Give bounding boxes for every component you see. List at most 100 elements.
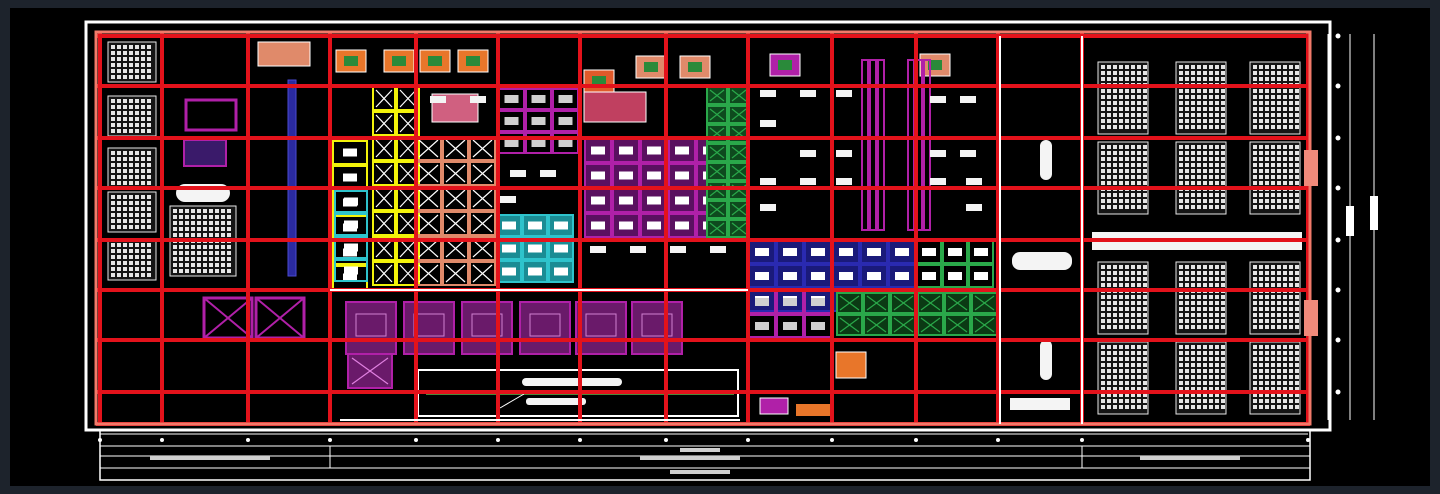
right-storage-rack-bay bbox=[1143, 357, 1147, 361]
left-storage-rack-bay bbox=[141, 267, 145, 271]
cyan-equipment-zone-machine bbox=[502, 244, 516, 253]
left-storage-rack-bay bbox=[215, 269, 219, 273]
right-storage-rack-bay bbox=[1295, 119, 1299, 123]
right-storage-rack-bay bbox=[1185, 277, 1189, 281]
top-machine-detail bbox=[928, 60, 942, 70]
blue-equipment-zone-machine bbox=[839, 248, 853, 256]
right-storage-rack-bay bbox=[1209, 163, 1213, 167]
small-machine-icon bbox=[470, 96, 486, 103]
left-storage-rack-bay bbox=[185, 221, 189, 225]
lower-green-equipment-zone-cross bbox=[893, 317, 914, 333]
right-storage-rack-bay bbox=[1283, 193, 1287, 197]
left-storage-rack-bay bbox=[191, 209, 195, 213]
right-storage-rack-bay bbox=[1107, 163, 1111, 167]
left-storage-rack-bay bbox=[141, 201, 145, 205]
lower-machine bbox=[835, 351, 867, 379]
right-storage-rack bbox=[1097, 61, 1149, 135]
right-storage-rack-bay bbox=[1191, 95, 1195, 99]
right-storage-rack-bay bbox=[1101, 65, 1105, 69]
magenta-equipment-zone-machine bbox=[619, 146, 633, 155]
vertical-rack-strip bbox=[861, 59, 869, 231]
right-storage-rack-bay bbox=[1259, 175, 1263, 179]
right-storage-rack-bay bbox=[1221, 65, 1225, 69]
left-storage-rack-bay bbox=[123, 151, 127, 155]
magenta-upper-zone-machine bbox=[504, 139, 519, 147]
right-storage-rack-bay bbox=[1191, 163, 1195, 167]
right-storage-rack-bay bbox=[1277, 399, 1281, 403]
cyan-equipment-zone bbox=[496, 214, 574, 283]
left-storage-rack-bay bbox=[147, 111, 151, 115]
left-storage-rack-bay bbox=[117, 129, 121, 133]
top-machine bbox=[583, 91, 647, 123]
left-storage-rack-bay bbox=[185, 245, 189, 249]
right-storage-rack-bay bbox=[1197, 77, 1201, 81]
right-storage-rack-bay bbox=[1209, 351, 1213, 355]
left-storage-rack-bay bbox=[147, 163, 151, 167]
right-storage-rack-bay bbox=[1277, 313, 1281, 317]
left-storage-rack-bay bbox=[123, 45, 127, 49]
left-storage-rack-bay bbox=[227, 227, 231, 231]
title-block-frame bbox=[99, 429, 1311, 481]
right-storage-rack-bay bbox=[1143, 95, 1147, 99]
right-storage-rack-bay bbox=[1259, 271, 1263, 275]
right-storage-rack-bay bbox=[1137, 301, 1141, 305]
left-storage-rack-bay bbox=[215, 221, 219, 225]
yellow-equipment-zone-cross bbox=[375, 189, 393, 208]
right-storage-rack-bay bbox=[1271, 113, 1275, 117]
right-storage-rack-bay bbox=[1197, 199, 1201, 203]
right-storage-rack-bay bbox=[1277, 169, 1281, 173]
left-storage-rack-bay bbox=[135, 45, 139, 49]
left-storage-rack-bay bbox=[221, 263, 225, 267]
right-storage-rack bbox=[1097, 261, 1149, 335]
salmon-equipment-zone-cross bbox=[418, 214, 439, 233]
right-storage-rack-bay bbox=[1113, 113, 1117, 117]
salmon-equipment-zone-cross bbox=[418, 189, 439, 208]
small-machine-icon bbox=[540, 170, 556, 177]
right-storage-rack-bay bbox=[1215, 119, 1219, 123]
cyan-side-zone-machine bbox=[344, 220, 358, 229]
right-storage-rack-bay bbox=[1203, 283, 1207, 287]
left-storage-rack-bay bbox=[141, 157, 145, 161]
left-storage-rack-bay bbox=[141, 175, 145, 179]
right-storage-rack-bay bbox=[1185, 265, 1189, 269]
right-storage-rack-bay bbox=[1143, 113, 1147, 117]
right-storage-rack-bay bbox=[1295, 271, 1299, 275]
right-storage-rack-bay bbox=[1119, 107, 1123, 111]
left-storage-rack-bay bbox=[203, 209, 207, 213]
right-storage-rack-bay bbox=[1203, 357, 1207, 361]
magenta-equipment-zone-machine bbox=[647, 146, 661, 155]
right-storage-rack-bay bbox=[1131, 325, 1135, 329]
left-storage-rack-bay bbox=[141, 261, 145, 265]
left-storage-rack-bay bbox=[203, 221, 207, 225]
right-storage-rack-bay bbox=[1221, 77, 1225, 81]
right-storage-rack-bay bbox=[1265, 357, 1269, 361]
right-storage-rack-bay bbox=[1295, 357, 1299, 361]
left-storage-rack-bay bbox=[147, 225, 151, 229]
left-storage-rack-bay bbox=[129, 195, 133, 199]
light-green-equipment-zone-machine bbox=[974, 248, 988, 256]
right-storage-rack-bay bbox=[1259, 89, 1263, 93]
top-machine-detail bbox=[688, 62, 702, 72]
cyan-equipment-zone-machine bbox=[554, 267, 568, 276]
left-storage-rack-bay bbox=[135, 249, 139, 253]
right-storage-rack-bay bbox=[1125, 101, 1129, 105]
right-storage-rack-bay bbox=[1289, 369, 1293, 373]
right-storage-rack-bay bbox=[1215, 157, 1219, 161]
right-storage-rack-bay bbox=[1131, 205, 1135, 209]
right-storage-rack-bay bbox=[1277, 271, 1281, 275]
left-storage-rack-bay bbox=[135, 105, 139, 109]
right-storage-rack-bay bbox=[1283, 301, 1287, 305]
right-storage-rack-bay bbox=[1259, 319, 1263, 323]
light-green-equipment-zone-cell bbox=[942, 264, 968, 288]
right-storage-rack-bay bbox=[1179, 271, 1183, 275]
right-storage-rack-bay bbox=[1143, 283, 1147, 287]
right-storage-rack-bay bbox=[1101, 205, 1105, 209]
right-storage-rack-bay bbox=[1289, 301, 1293, 305]
right-storage-rack-bay bbox=[1289, 381, 1293, 385]
right-storage-rack-bay bbox=[1101, 369, 1105, 373]
right-storage-rack-bay bbox=[1197, 307, 1201, 311]
right-storage-rack-bay bbox=[1125, 325, 1129, 329]
right-storage-rack-bay bbox=[1137, 151, 1141, 155]
right-storage-rack-bay bbox=[1113, 205, 1117, 209]
right-storage-rack-bay bbox=[1113, 193, 1117, 197]
